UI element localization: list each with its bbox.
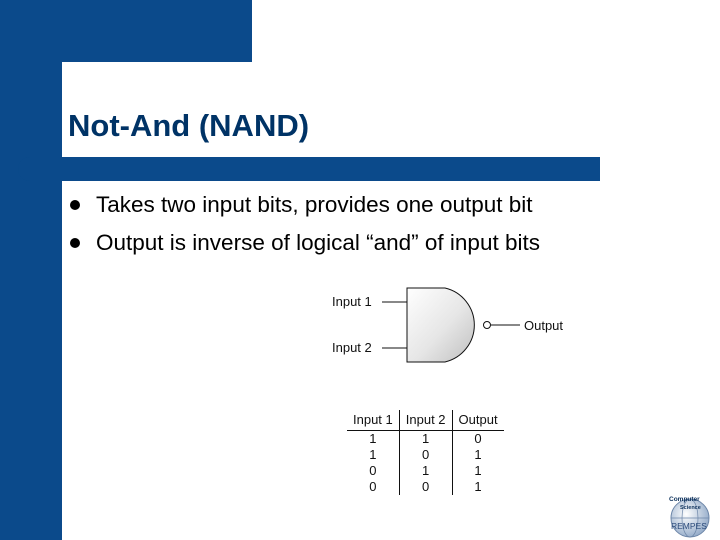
bullet-text: Output is inverse of logical “and” of in… <box>96 230 540 255</box>
input-2-label: Input 2 <box>332 340 372 355</box>
bullet-text: Takes two input bits, provides one outpu… <box>96 192 533 217</box>
table-cell: 0 <box>347 463 400 479</box>
slide-title: Not-And (NAND) <box>68 108 310 143</box>
table-row: 1 0 1 <box>347 447 504 463</box>
inversion-bubble <box>483 321 491 329</box>
bullet-dot-icon <box>70 238 80 248</box>
input-1-label: Input 1 <box>332 294 372 309</box>
title-rule <box>18 157 600 181</box>
bullet-item: Takes two input bits, provides one outpu… <box>70 186 540 224</box>
table-row: 0 1 1 <box>347 463 504 479</box>
corner-curve <box>62 62 92 92</box>
table-cell: 0 <box>347 479 400 495</box>
top-accent-block <box>0 0 252 62</box>
table-cell: 1 <box>474 479 482 494</box>
nand-gate-diagram: Input 1 Input 2 Output <box>332 287 563 363</box>
left-accent-bar <box>0 0 62 540</box>
bullet-item: Output is inverse of logical “and” of in… <box>70 224 540 262</box>
table-cell: 1 <box>347 430 400 447</box>
bullet-list: Takes two input bits, provides one outpu… <box>70 186 540 262</box>
table-cell: 1 <box>399 463 453 479</box>
table-cell: 1 <box>399 430 453 447</box>
table-cell: 1 <box>347 447 400 463</box>
output-label: Output <box>524 318 563 333</box>
logo-line-2: Science <box>680 505 701 511</box>
header-input-1: Input 1 <box>347 410 400 431</box>
table-row: 1 1 0 <box>347 430 504 447</box>
header-input-2: Input 2 <box>399 410 453 431</box>
nand-gate-body <box>406 287 475 363</box>
title-rule-joint <box>62 157 92 181</box>
truth-table-header-row: Input 1 Input 2 Output <box>347 410 504 431</box>
table-cell: 0 <box>399 479 453 495</box>
table-cell: 1 <box>474 463 482 478</box>
truth-table: Input 1 Input 2 Output 1 1 0 1 0 1 0 1 1 <box>347 410 504 495</box>
table-cell: 0 <box>399 447 453 463</box>
table-cell: 1 <box>474 447 482 462</box>
table-row: 0 0 1 <box>347 479 504 495</box>
table-cell: 0 <box>474 431 482 446</box>
logo-line-3: REMPES <box>671 521 707 531</box>
header-output: Output <box>452 410 504 431</box>
bullet-dot-icon <box>70 200 80 210</box>
logo-line-1: Computer <box>669 496 700 503</box>
computer-science-logo: Computer Science REMPES <box>669 496 710 538</box>
